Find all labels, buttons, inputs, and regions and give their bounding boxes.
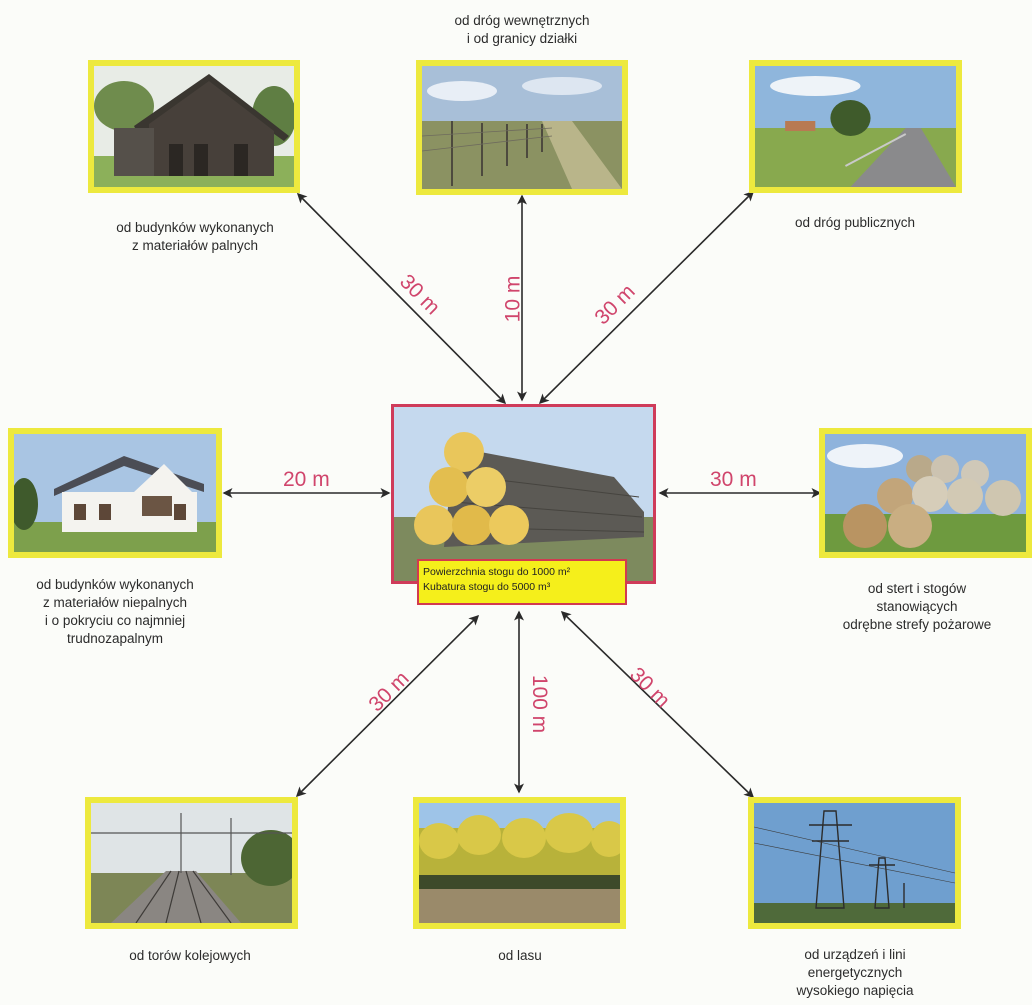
photo-road [749, 60, 962, 193]
photo-wooden-barn [88, 60, 300, 193]
photo-power-pylons [748, 797, 961, 929]
caption-forest: od lasu [498, 948, 542, 963]
distance-label-forest: 100 m [528, 674, 552, 734]
photo-forest [413, 797, 626, 929]
caption-power-lines: od urządzeń i lini energetycznych wysoki… [796, 947, 914, 998]
arrow-railway [295, 614, 480, 798]
photo-hay-stack-center [391, 404, 656, 584]
stack-area-limit: Powierzchnia stogu do 1000 m² [423, 566, 571, 578]
arrow-fire-buildings [296, 192, 507, 405]
stack-limits-box: Powierzchnia stogu do 1000 m² Kubatura s… [417, 559, 627, 605]
caption-nonflammable-buildings: od budynków wykonanych z materiałów niep… [36, 577, 194, 646]
photo-white-house [8, 428, 222, 558]
arrow-power-lines [560, 610, 755, 799]
distance-label-other-stacks: 30 m [710, 468, 757, 491]
caption-other-stacks: od stert i stogów stanowiących odrębne s… [842, 581, 992, 632]
photo-hay-bales [819, 428, 1032, 558]
arrow-public-roads [538, 190, 755, 405]
stack-volume-limit: Kubatura stogu do 5000 m³ [423, 581, 551, 593]
caption-public-roads: od dróg publicznych [794, 215, 916, 230]
caption-internal-roads: od dróg wewnętrznych i od granicy działk… [454, 13, 590, 46]
distance-label-internal-roads: 10 m [501, 275, 525, 323]
caption-railway: od torów kolejowych [129, 948, 251, 963]
distance-label-nonflammable-buildings: 20 m [283, 468, 330, 491]
photo-field-fence [416, 60, 628, 195]
photo-railway-tracks [85, 797, 298, 929]
caption-fire-buildings: od budynków wykonanych z materiałów paln… [116, 220, 274, 253]
